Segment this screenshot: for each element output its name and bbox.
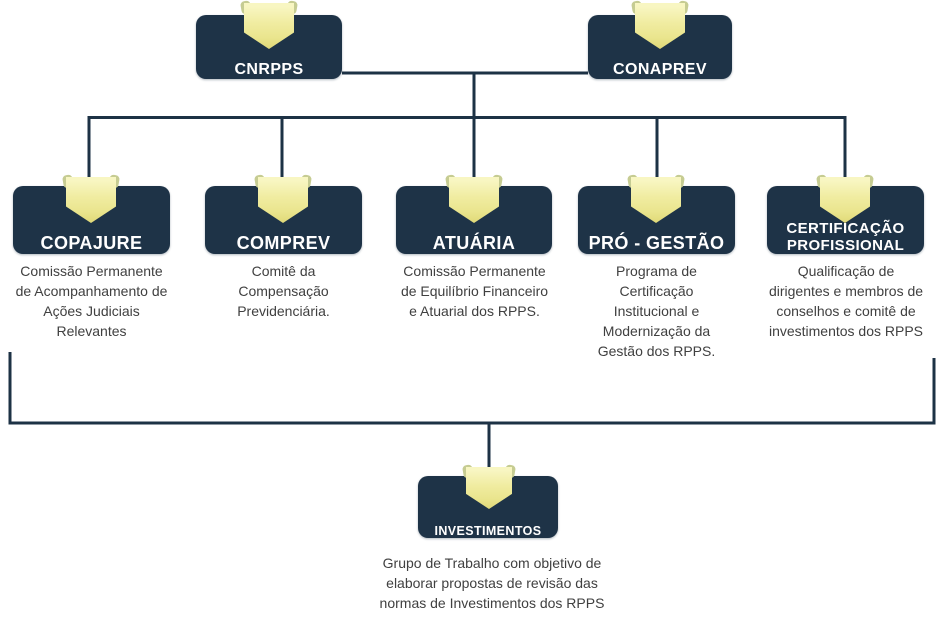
org-box-comprev: COMPREV [205,186,362,254]
connector-distribution-bar [87,116,847,180]
description-investimentos: Grupo de Trabalho com objetivo de elabor… [379,555,605,611]
ribbon-body [449,177,499,223]
org-box-label: PRÓ - GESTÃO [588,233,725,253]
org-box-label: INVESTIMENTOS [434,524,542,538]
banner-ribbon-icon [815,174,875,223]
org-box-label: ATUÁRIA [432,233,516,253]
ribbon-body [258,177,308,223]
banner-ribbon-icon [61,174,121,223]
org-box-label: CONAPREV [613,61,707,78]
banner-ribbon-icon [461,464,517,509]
ribbon-body [820,177,870,223]
description-comprev: Comitê da Compensação Previdenciária. [237,263,330,319]
banner-ribbon-icon [630,0,690,49]
org-box-label: CNRPPS [234,61,304,78]
org-box-label: CERTIFICAÇÃO PROFISSIONAL [786,220,905,254]
connector-bottom-bracket [8,352,936,425]
ribbon-body [635,3,685,49]
description-copajure: Comissão Permanente de Acompanhamento de… [15,263,168,339]
ribbon-body [631,177,681,223]
banner-ribbon-icon [626,174,686,223]
description-pro-gestao: Programa de Certificação Institucional e… [597,263,716,359]
description-atuaria: Comissão Permanente de Equilíbrio Financ… [400,263,549,319]
banner-ribbon-icon [253,174,313,223]
org-box-pro-gestao: PRÓ - GESTÃO [578,186,735,254]
ribbon-body [466,467,512,509]
description-certificacao: Qualificação de dirigentes e membros de … [768,263,924,339]
ribbon-body [66,177,116,223]
org-box-label: COPAJURE [40,233,143,253]
banner-ribbon-icon [239,0,299,49]
ribbon-body [244,3,294,49]
org-box-label: COMPREV [236,233,331,253]
banner-ribbon-icon [444,174,504,223]
